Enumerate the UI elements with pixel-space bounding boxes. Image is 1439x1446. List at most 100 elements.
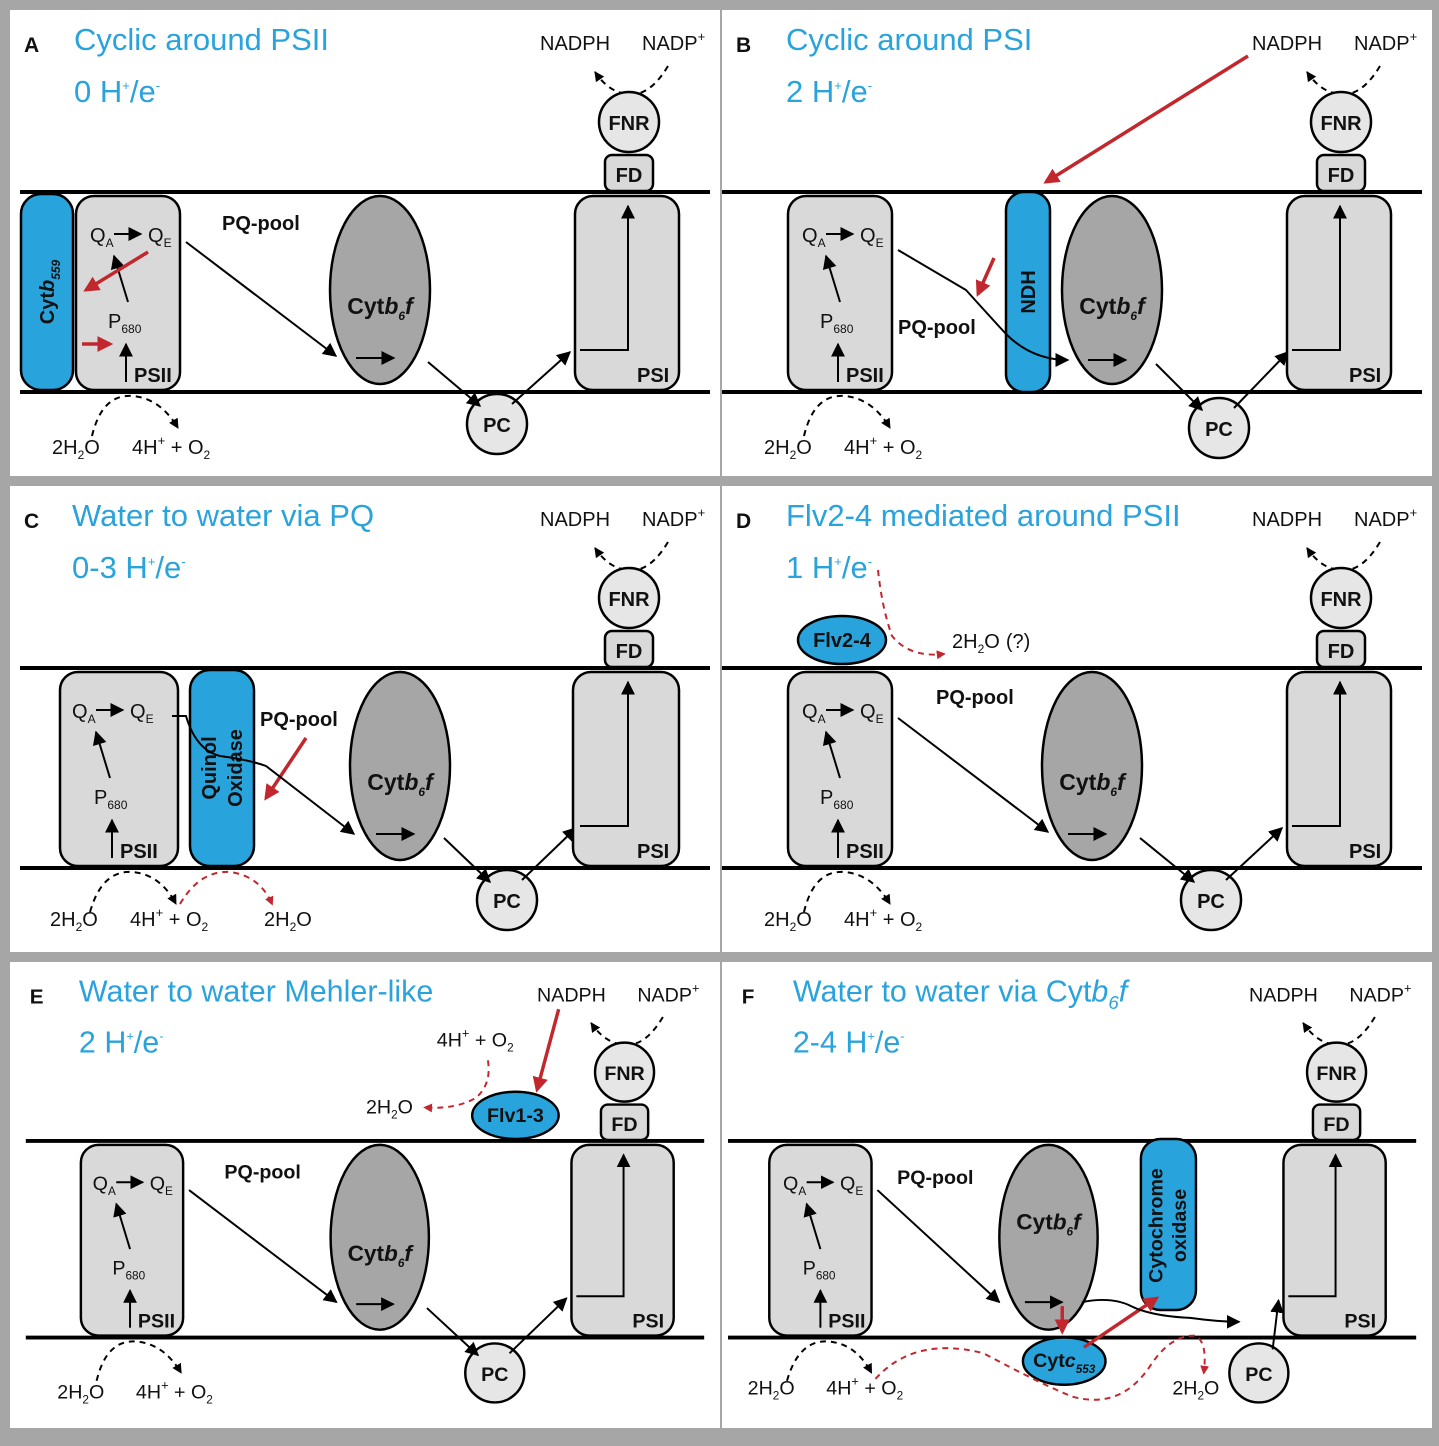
nadph-reduction-arrow — [1306, 541, 1381, 572]
panel-title: Flv2-4 mediated around PSII — [786, 498, 1181, 533]
cytb6f-label: Cytb6f — [367, 769, 435, 799]
cytb6f-label: Cytb6f — [1079, 293, 1147, 323]
fd-complex — [603, 153, 655, 193]
proton-oxygen-label: 4H+ + O2 — [844, 905, 923, 934]
nadph-reduction-arrow — [1306, 65, 1381, 96]
proton-oxygen-label: 4H+ + O2 — [132, 433, 211, 462]
panel-c: C Water to water via PQ 0-3 H+/e- NADPH … — [10, 486, 720, 952]
pc-complex — [1187, 396, 1251, 460]
flv24-label: Flv2-4 — [813, 630, 872, 652]
flv13-label: Flv1-3 — [487, 1105, 544, 1127]
pc-label: PC — [1197, 891, 1225, 913]
nadph-label: NADPH — [540, 509, 610, 531]
pc-complex — [1228, 1342, 1290, 1404]
fnr-complex — [593, 1041, 656, 1103]
pq-pool-label: PQ-pool — [936, 687, 1014, 709]
nadph-label: NADPH — [540, 33, 610, 55]
p680-to-qa-arrow — [113, 1202, 131, 1250]
psi-electron-path — [580, 680, 635, 827]
psi-label: PSI — [637, 841, 669, 863]
psi-label: PSI — [632, 1311, 664, 1333]
fnr-label: FNR — [1320, 113, 1362, 135]
pc-label: PC — [481, 1364, 508, 1386]
psi-electron-path — [580, 204, 635, 351]
proton-oxygen-label-top: 4H+ + O2 — [437, 1026, 514, 1055]
pc-to-psi-arrow — [1225, 827, 1284, 881]
psii-label: PSII — [134, 365, 172, 387]
psi-label: PSI — [1344, 1311, 1376, 1333]
pc-complex — [1179, 868, 1243, 932]
p680-label: P680 — [94, 787, 128, 812]
panel-b: B Cyclic around PSI 2 H+/e- NADPH NADP+ … — [722, 10, 1432, 476]
cytb6f-to-pc-arrow — [1139, 837, 1196, 883]
cytb6f-to-pc-arrow — [1155, 363, 1203, 411]
proton-oxygen-label: 4H+ + O2 — [130, 905, 209, 934]
psi-electron-path — [1292, 204, 1347, 351]
proton-ratio: 2 H+/e- — [786, 74, 872, 109]
cytochrome-oxidase-complex — [1139, 1137, 1198, 1312]
pc-to-psi-arrow — [1233, 350, 1289, 409]
ndh-label: NDH — [1018, 270, 1040, 313]
panel-title: Water to water via PQ — [72, 498, 374, 533]
pc-to-psi-arrow — [1270, 1298, 1284, 1350]
pq-to-cytb6f-arrow — [172, 715, 356, 835]
fd-label: FD — [1328, 165, 1355, 187]
panel-e: E Water to water Mehler-like 2 H+/e- NAD… — [10, 962, 720, 1428]
psii-complex — [79, 1143, 185, 1337]
flv24-complex — [796, 614, 888, 666]
pq-pool-label: PQ-pool — [222, 213, 300, 235]
psi-complex — [571, 670, 681, 868]
panel-f: F Water to water via Cytb6f 2-4 H+/e- NA… — [722, 962, 1432, 1428]
fnr-label: FNR — [608, 589, 650, 611]
pq-pool-label: PQ-pool — [898, 317, 976, 339]
p680-to-qa-arrow — [110, 254, 129, 303]
cytc553-to-oxidase-arrow — [1082, 1296, 1160, 1349]
pq-to-cytb6f-arrow — [876, 1189, 1001, 1304]
water-splitting-arrow — [91, 394, 179, 437]
cytb6f-complex — [1040, 670, 1144, 862]
pc-label: PC — [493, 891, 521, 913]
qe-label: QE — [840, 1173, 863, 1198]
psi-label: PSI — [637, 365, 669, 387]
cytb6f-complex — [1060, 194, 1164, 386]
panel-d: D Flv2-4 mediated around PSII 1 H+/e- NA… — [722, 486, 1432, 952]
panel-a: A Cyclic around PSII 0 H+/e- NADPH NADP+… — [10, 10, 720, 476]
fd-label: FD — [1328, 641, 1355, 663]
cytb6f-label: Cytb6f — [1059, 769, 1127, 799]
fd-complex — [1311, 1103, 1362, 1142]
fd-label: FD — [1323, 1114, 1349, 1136]
water-splitting-arrow — [786, 1340, 873, 1382]
qe-label: QE — [148, 225, 172, 250]
pc-label: PC — [1205, 419, 1233, 441]
fnr-complex — [1305, 1041, 1368, 1103]
ndh-to-pq-arrow — [975, 257, 996, 297]
nadph-label: NADPH — [1249, 984, 1318, 1006]
psii-label: PSII — [120, 841, 158, 863]
pq-to-cytb6f-arrow — [897, 249, 1070, 367]
h2o-label: 2H2O — [57, 1382, 104, 1407]
nadph-to-flv13-arrow — [532, 1008, 561, 1093]
fd-complex — [603, 629, 655, 669]
pq-pool-label: PQ-pool — [897, 1167, 973, 1189]
panel-letter: F — [742, 985, 755, 1008]
panel-title: Cyclic around PSI — [786, 22, 1032, 57]
h2o-product-label: 2H2O — [366, 1096, 413, 1121]
qa-label: QA — [802, 225, 826, 250]
cytb6f-label: Cytb6f — [348, 1241, 415, 1270]
qe-label: QE — [860, 225, 884, 250]
cytb6f-to-pc-arrow — [427, 361, 482, 407]
psii-label: PSII — [828, 1311, 865, 1333]
oxygen-reduction-arrow — [179, 870, 274, 906]
psii-label: PSII — [138, 1311, 175, 1333]
proton-oxygen-label: 4H+ + O2 — [136, 1378, 213, 1407]
proton-ratio: 2-4 H+/e- — [793, 1025, 905, 1059]
fnr-complex — [1309, 566, 1373, 630]
nadp-label: NADP+ — [1349, 980, 1411, 1006]
p680-to-qa-arrow — [92, 730, 111, 779]
flv24-water-arrow — [877, 569, 946, 660]
pc-to-psi-arrow — [508, 1297, 568, 1354]
pq-to-cytb6f-arrow — [188, 1189, 338, 1303]
psi-complex — [1282, 1143, 1387, 1337]
p680-label: P680 — [108, 311, 142, 336]
